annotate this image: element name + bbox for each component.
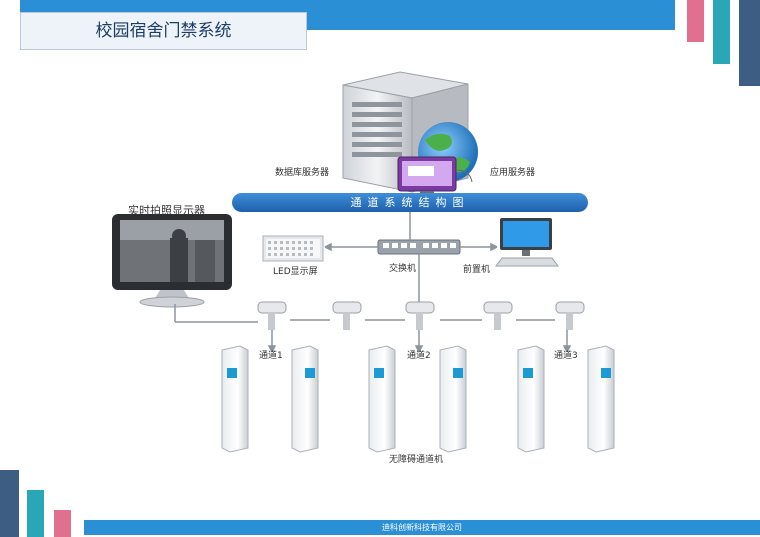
- structure-banner: [232, 193, 588, 212]
- channel-1-label: 通道1: [259, 351, 283, 361]
- deco-bar-pink-bottom: [54, 510, 71, 537]
- camera-icon-3: [405, 301, 435, 330]
- display-monitor-label: 实时拍照显示器: [128, 204, 205, 217]
- switch-label: 交换机: [389, 264, 417, 274]
- camera-icon-5: [555, 301, 585, 330]
- camera-icon-4: [483, 301, 513, 330]
- gate-icon-3: [368, 345, 396, 453]
- gate-icon-4: [439, 345, 467, 453]
- front-machine-icon: [495, 218, 559, 267]
- structure-banner-label: 通道系统结构图: [350, 196, 470, 209]
- gate-icon-2: [291, 345, 319, 453]
- deco-bar-teal-top: [713, 0, 730, 64]
- channel-3-label: 通道3: [554, 351, 578, 361]
- db-server-label: 数据库服务器: [275, 168, 330, 178]
- deco-bar-navy-bottom: [0, 470, 19, 537]
- page-title: 校园宿舍门禁系统: [95, 21, 232, 41]
- channel-2-label: 通道2: [407, 351, 431, 361]
- camera-icon-2: [332, 301, 362, 330]
- footer-company: 迪科创新科技有限公司: [382, 523, 462, 532]
- footer-bar: [84, 520, 760, 535]
- connection-lines: [174, 212, 572, 353]
- deco-bar-pink-top: [687, 0, 704, 42]
- app-server-label: 应用服务器: [490, 168, 536, 178]
- front-machine-label: 前置机: [463, 265, 491, 275]
- led-screen-label: LED显示屏: [273, 267, 318, 277]
- gate-icon-1: [221, 345, 249, 453]
- photo-display-monitor-icon: [112, 214, 232, 308]
- camera-icon-1: [257, 301, 287, 330]
- title-box: [20, 12, 307, 50]
- gate-icon-5: [517, 345, 545, 453]
- gate-icon-6: [587, 345, 615, 453]
- application-server-icon: [397, 122, 478, 197]
- network-switch-icon: [377, 239, 461, 255]
- deco-bar-teal-bottom: [27, 490, 44, 537]
- led-screen-icon: [262, 235, 324, 262]
- barrier-free-label: 无障碍通道机: [389, 455, 444, 465]
- deco-bar-navy-top: [739, 0, 760, 86]
